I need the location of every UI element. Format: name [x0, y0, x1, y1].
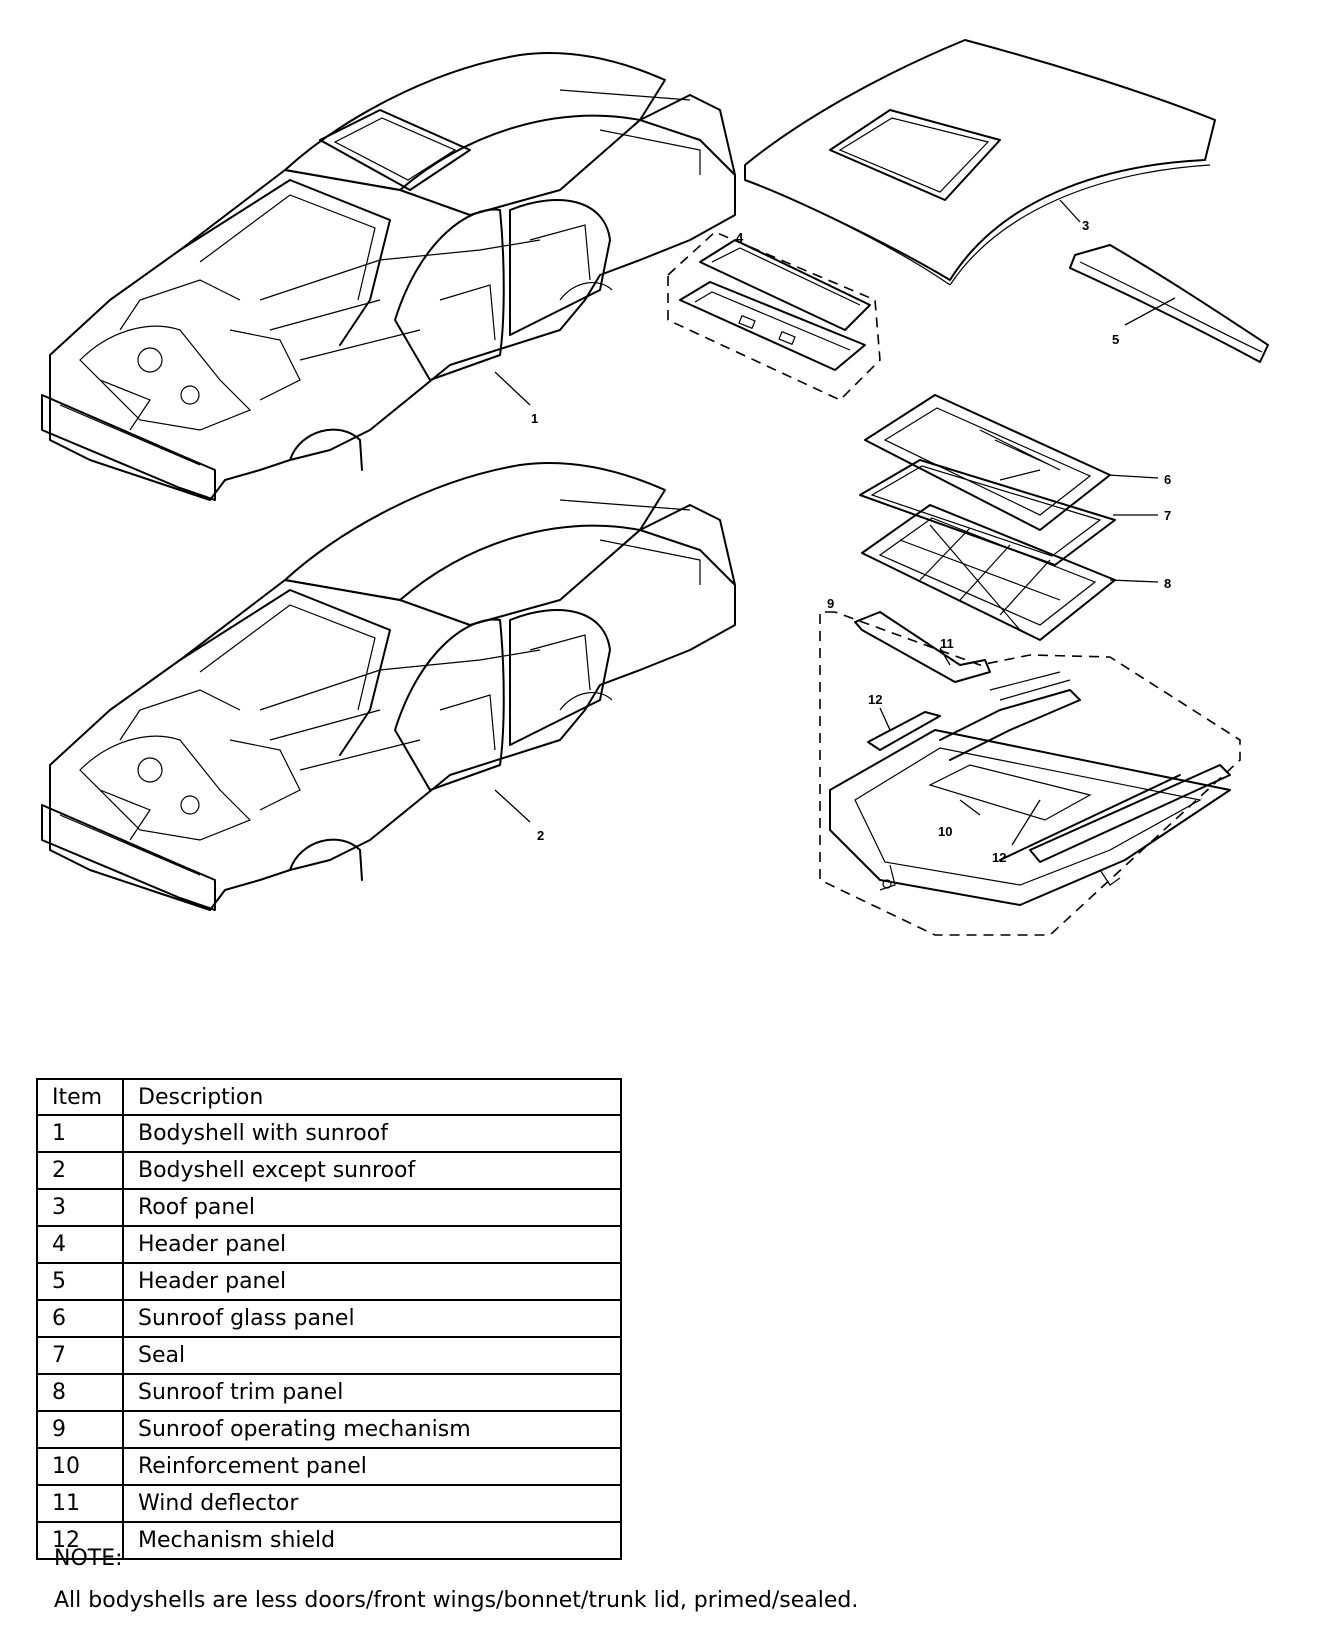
- callout-1: 1: [531, 411, 538, 426]
- leader-lines: [494, 199, 1176, 846]
- callout-3: 3: [1082, 218, 1089, 233]
- callout-labels: 1 2 3 4 5 6 7 8 9 10 11 12 12: [531, 218, 1171, 865]
- callout-6: 6: [1164, 472, 1171, 487]
- sunroof-trim-panel: [861, 504, 1116, 641]
- note-text: All bodyshells are less doors/front wing…: [54, 1588, 859, 1613]
- description-cell: Sunroof glass panel: [122, 1299, 622, 1338]
- description-cell: Roof panel: [122, 1188, 622, 1227]
- callout-4: 4: [736, 230, 744, 245]
- item-number-cell: 7: [36, 1336, 124, 1375]
- table-header-row: Item Description: [36, 1078, 622, 1116]
- exploded-parts-diagram: 1 2 3 4 5 6 7 8 9 10 11 12 12: [41, 39, 1269, 936]
- description-cell: Header panel: [122, 1225, 622, 1264]
- header-panel-group: [667, 231, 881, 401]
- item-number-cell: 9: [36, 1410, 124, 1449]
- callout-11: 11: [940, 636, 954, 651]
- item-number-cell: 8: [36, 1373, 124, 1412]
- item-number-cell: 2: [36, 1151, 124, 1190]
- callout-5: 5: [1112, 332, 1119, 347]
- description-cell: Wind deflector: [122, 1484, 622, 1523]
- description-cell: Seal: [122, 1336, 622, 1375]
- callout-2: 2: [537, 828, 544, 843]
- rear-header-panel: [1069, 244, 1269, 363]
- callout-12-shield-left: 12: [868, 692, 882, 707]
- callout-9: 9: [827, 596, 834, 611]
- description-cell: Reinforcement panel: [122, 1447, 622, 1486]
- item-number-cell: 3: [36, 1188, 124, 1227]
- item-number-cell: 1: [36, 1114, 124, 1153]
- item-number-cell: 12: [36, 1521, 124, 1560]
- item-number-cell: 6: [36, 1299, 124, 1338]
- sunroof-mechanism-group: [819, 611, 1241, 936]
- callout-10: 10: [938, 824, 952, 839]
- bodyshell-with-sunroof: [41, 51, 736, 502]
- roof-panel: [744, 39, 1216, 286]
- item-number-cell: 10: [36, 1447, 124, 1486]
- column-header-description: Description: [122, 1078, 622, 1116]
- sunroof-seal: [859, 459, 1116, 566]
- description-cell: Mechanism shield: [122, 1521, 622, 1560]
- description-cell: Sunroof operating mechanism: [122, 1410, 622, 1449]
- description-cell: Bodyshell with sunroof: [122, 1114, 622, 1153]
- callout-12-shield-right: 12: [992, 850, 1006, 865]
- item-number-cell: 5: [36, 1262, 124, 1301]
- callout-8: 8: [1164, 576, 1171, 591]
- description-cell: Bodyshell except sunroof: [122, 1151, 622, 1190]
- description-cell: Header panel: [122, 1262, 622, 1301]
- item-number-cell: 4: [36, 1225, 124, 1264]
- bodyshell-except-sunroof: [41, 461, 736, 911]
- note-label: NOTE:: [54, 1546, 123, 1571]
- callout-7: 7: [1164, 508, 1171, 523]
- description-cell: Sunroof trim panel: [122, 1373, 622, 1412]
- item-number-cell: 11: [36, 1484, 124, 1523]
- column-header-item: Item: [36, 1078, 124, 1116]
